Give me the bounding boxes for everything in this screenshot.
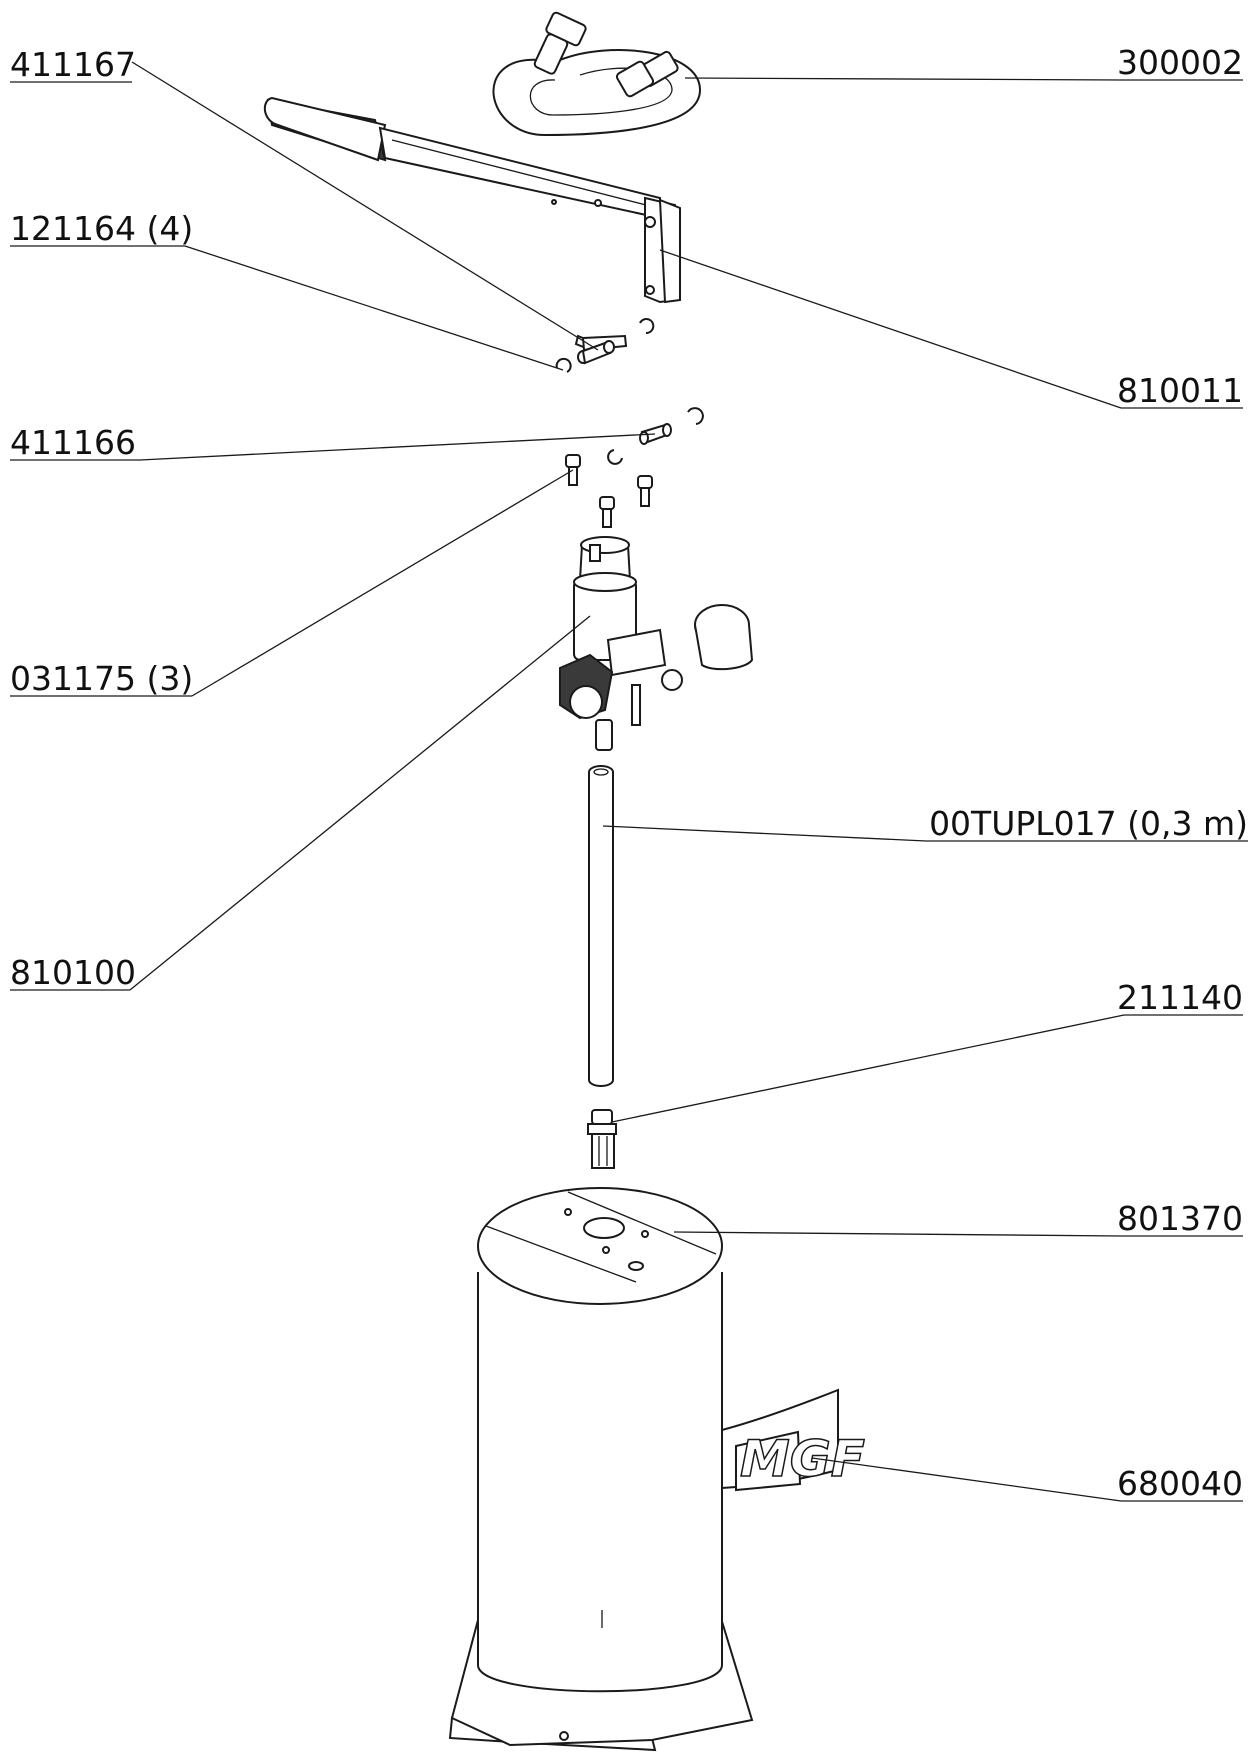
label-tank: 801370 bbox=[1117, 1199, 1243, 1238]
hose-drawing bbox=[492, 11, 702, 137]
part-labels: 411167 300002 121164 (4) 810011 411166 0… bbox=[10, 43, 1248, 1503]
tank-drawing bbox=[448, 1187, 754, 1752]
label-dip-tube: 00TUPL017 (0,3 m) bbox=[929, 804, 1248, 843]
screw-drawing bbox=[565, 454, 653, 528]
tube-fitting-drawing bbox=[587, 1109, 617, 1169]
brand-logo: MGF bbox=[740, 1430, 865, 1488]
circlip-lower-drawing bbox=[607, 407, 704, 465]
sticker-drawing: MGF bbox=[721, 1388, 866, 1492]
label-sticker: 680040 bbox=[1117, 1464, 1243, 1503]
label-pin-long: 411167 bbox=[10, 45, 136, 84]
leader-lines bbox=[10, 61, 1248, 1502]
label-circlip: 121164 (4) bbox=[10, 209, 193, 248]
label-pump-head: 810100 bbox=[10, 953, 136, 992]
label-lever: 810011 bbox=[1117, 371, 1243, 410]
label-pin-short: 411166 bbox=[10, 423, 136, 462]
label-tube-fitting: 211140 bbox=[1117, 978, 1243, 1017]
lever-drawing bbox=[263, 96, 681, 304]
label-screw: 031175 (3) bbox=[10, 659, 193, 698]
pin-long-drawing bbox=[574, 334, 628, 365]
label-hose: 300002 bbox=[1117, 43, 1243, 82]
dip-tube-drawing bbox=[588, 765, 614, 1087]
pump-head-drawing bbox=[559, 536, 754, 751]
